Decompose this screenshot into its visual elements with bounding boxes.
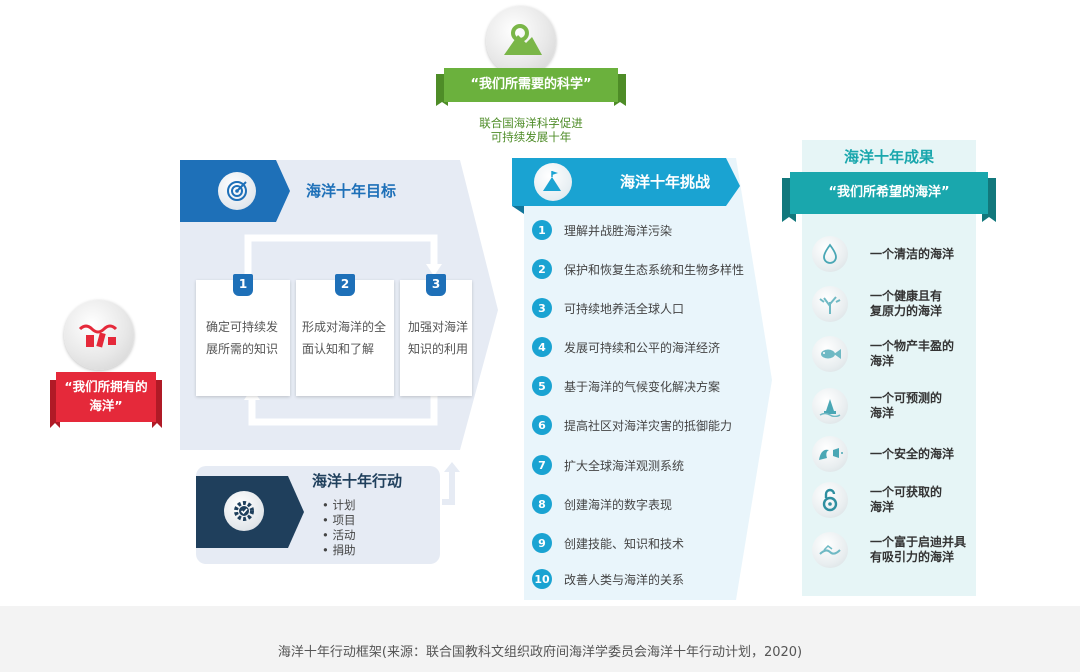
wave-warning-icon xyxy=(812,436,848,472)
challenge-item-3: 3 可持续地养活全球人口 xyxy=(532,296,684,320)
objectives-header: 海洋十年目标 xyxy=(180,160,430,222)
target-icon xyxy=(218,172,256,210)
challenge-number: 7 xyxy=(532,455,552,475)
science-ribbon: “我们所需要的科学” xyxy=(436,68,626,106)
challenge-item-6: 6 提高社区对海洋灾害的抵御能力 xyxy=(532,413,732,437)
actions-list-item: • 捐助 xyxy=(322,543,356,557)
ocean-have-label-line2: 海洋” xyxy=(89,398,123,413)
outcome-item-7: 一个富于启迪并具有吸引力的海洋 xyxy=(812,532,980,568)
science-subtitle: 联合国海洋科学促进 可持续发展十年 xyxy=(460,116,602,144)
outcome-text-line2: 复原力的海洋 xyxy=(870,304,943,318)
polluted-ocean-icon xyxy=(64,300,134,370)
outcome-text-line1: 一个可预测的 xyxy=(870,391,943,405)
challenge-item-8: 8 创建海洋的数字表现 xyxy=(532,492,672,516)
outcome-text-line1: 一个可获取的 xyxy=(870,485,943,499)
actions-title: 海洋十年行动 xyxy=(312,472,403,490)
outcome-text-line1: 一个健康且有 xyxy=(870,289,943,303)
objective-card-2: 2 形成对海洋的全 面认知和了解 xyxy=(296,274,394,396)
challenge-number: 3 xyxy=(532,298,552,318)
objectives-title: 海洋十年目标 xyxy=(306,182,397,200)
outcome-item-4: 一个可预测的海洋 xyxy=(812,388,980,424)
caption-bar: 海洋十年行动框架(来源：联合国教科文组织政府间海洋学委员会海洋十年行动计划，20… xyxy=(0,606,1080,672)
challenge-number: 10 xyxy=(532,569,552,589)
challenge-item-9: 9 创建技能、知识和技术 xyxy=(532,531,684,555)
objective-text-line2: 知识的利用 xyxy=(408,342,469,356)
caption-text: 海洋十年行动框架(来源：联合国教科文组织政府间海洋学委员会海洋十年行动计划，20… xyxy=(277,645,803,660)
challenge-text: 基于海洋的气候变化解决方案 xyxy=(564,379,721,394)
challenge-number: 9 xyxy=(532,533,552,553)
mountain-flag-icon xyxy=(534,163,572,201)
objective-text-line2: 展所需的知识 xyxy=(206,342,279,356)
outcomes-title: 海洋十年成果 xyxy=(843,148,934,166)
challenge-text: 可持续地养活全球人口 xyxy=(564,301,685,316)
outcome-text-line2: 海洋 xyxy=(870,500,895,514)
challenge-item-4: 4 发展可持续和公平的海洋经济 xyxy=(532,335,720,359)
actions-list-item: • 计划 xyxy=(322,498,356,512)
science-subtitle-line2: 可持续发展十年 xyxy=(490,130,572,144)
challenge-number: 5 xyxy=(532,376,552,396)
actions-list: • 计划 • 项目 • 活动 • 捐助 xyxy=(322,498,355,558)
challenge-text: 提高社区对海洋灾害的抵御能力 xyxy=(564,418,733,433)
gear-check-icon xyxy=(224,491,264,531)
challenge-item-1: 1 理解并战胜海洋污染 xyxy=(532,218,672,242)
objective-number-badge: 2 xyxy=(335,274,355,296)
challenges-header-shape xyxy=(512,158,740,214)
buoy-icon xyxy=(812,388,848,424)
challenge-number: 1 xyxy=(532,220,552,240)
challenge-number: 8 xyxy=(532,494,552,514)
challenge-item-2: 2 保护和恢复生态系统和生物多样性 xyxy=(532,257,744,281)
challenge-item-5: 5 基于海洋的气候变化解决方案 xyxy=(532,374,720,398)
objective-text-line1: 加强对海洋 xyxy=(408,320,469,334)
actions-up-arrow xyxy=(442,462,460,505)
objective-number-badge: 3 xyxy=(426,274,446,296)
challenge-text: 理解并战胜海洋污染 xyxy=(564,223,673,238)
challenge-number: 2 xyxy=(532,259,552,279)
challenges-title: 海洋十年挑战 xyxy=(620,173,711,191)
outcome-text-line1: 一个物产丰盈的 xyxy=(870,339,955,353)
outcome-text-line1: 一个清洁的海洋 xyxy=(870,246,955,261)
objective-text-line1: 形成对海洋的全 xyxy=(302,320,387,334)
challenge-number: 6 xyxy=(532,415,552,435)
actions-list-item: • 项目 xyxy=(322,513,356,527)
challenge-text: 发展可持续和公平的海洋经济 xyxy=(564,340,721,355)
outcome-text-line2: 有吸引力的海洋 xyxy=(870,550,955,564)
drop-icon xyxy=(812,236,848,272)
objective-card-3: 3 加强对海洋 知识的利用 xyxy=(400,274,472,396)
challenge-text: 创建技能、知识和技术 xyxy=(564,536,685,551)
outcome-item-3: 一个物产丰盈的海洋 xyxy=(812,336,980,372)
ocean-have-ribbon: “我们所拥有的 海洋” xyxy=(50,372,162,428)
open-access-icon xyxy=(812,482,848,518)
objective-text-line2: 面认知和了解 xyxy=(302,342,375,356)
outcome-item-5: 一个安全的海洋 xyxy=(812,436,980,472)
challenge-text: 扩大全球海洋观测系统 xyxy=(564,458,685,473)
fish-icon xyxy=(812,336,848,372)
challenge-text: 创建海洋的数字表现 xyxy=(564,497,673,512)
challenge-item-7: 7 扩大全球海洋观测系统 xyxy=(532,453,684,477)
coral-icon xyxy=(812,286,848,322)
outcome-text-line1: 一个富于启迪并具 xyxy=(870,535,967,549)
outcome-item-6: 一个可获取的海洋 xyxy=(812,482,980,518)
science-subtitle-line1: 联合国海洋科学促进 xyxy=(479,116,583,130)
outcome-text-line1: 一个安全的海洋 xyxy=(870,446,955,461)
outcome-text-line2: 海洋 xyxy=(870,354,895,368)
heritage-icon xyxy=(812,532,848,568)
objective-number-badge: 1 xyxy=(233,274,253,296)
objective-text-line1: 确定可持续发 xyxy=(206,320,279,334)
challenge-text: 保护和恢复生态系统和生物多样性 xyxy=(564,262,745,277)
outcomes-subtitle: “我们所希望的海洋” xyxy=(828,185,950,200)
outcome-item-2: 一个健康且有复原力的海洋 xyxy=(812,286,980,322)
outcome-text-line2: 海洋 xyxy=(870,406,895,420)
challenges-panel-bg xyxy=(524,158,772,600)
challenge-text: 改善人类与海洋的关系 xyxy=(564,572,685,587)
outcomes-ribbon xyxy=(782,172,996,222)
science-label: “我们所需要的科学” xyxy=(470,77,592,92)
objective-card-1: 1 确定可持续发 展所需的知识 xyxy=(196,274,290,396)
science-microscope-icon xyxy=(486,6,556,76)
challenge-number: 4 xyxy=(532,337,552,357)
ocean-have-label-line1: “我们所拥有的 xyxy=(64,379,148,394)
challenge-item-10: 10 改善人类与海洋的关系 xyxy=(532,567,684,591)
actions-list-item: • 活动 xyxy=(322,528,356,542)
outcome-item-1: 一个清洁的海洋 xyxy=(812,236,980,272)
